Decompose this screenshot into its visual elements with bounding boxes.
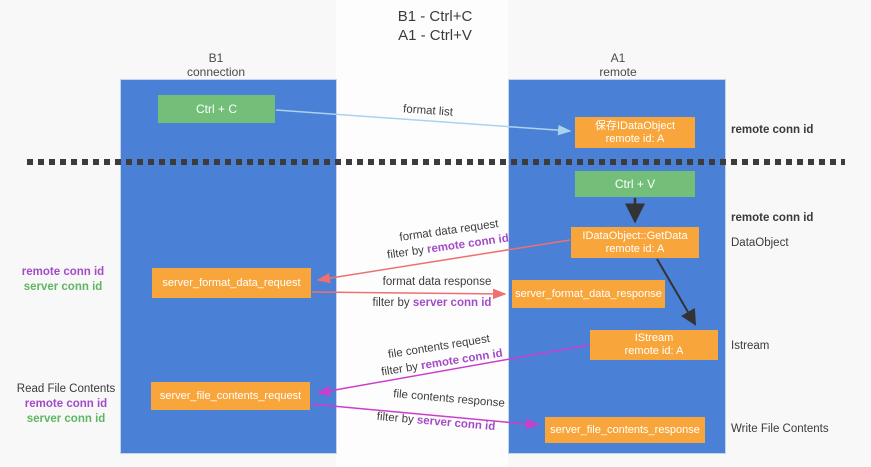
- server-format-data-response-node: server_format_data_response: [512, 280, 665, 308]
- server-conn-id-text: server conn id: [23, 281, 103, 293]
- server-format-data-request-node: server_format_data_request: [152, 268, 311, 298]
- write-file-contents-annotation: Write File Contents: [731, 423, 829, 435]
- istream-node: IStream remote id: A: [590, 330, 718, 360]
- ctrl-v-label: Ctrl + V: [614, 176, 656, 191]
- diagram-title: B1 - Ctrl+C A1 - Ctrl+V: [290, 7, 580, 45]
- remote-conn-id-text: remote conn id: [24, 398, 108, 410]
- right-column-role: remote: [599, 65, 637, 79]
- ctrl-c-label: Ctrl + C: [195, 101, 237, 116]
- remote-conn-id-annotation-top: remote conn id: [731, 124, 814, 136]
- server-conn-id-text: server conn id: [412, 297, 492, 309]
- getdata-line2: remote id: A: [605, 242, 665, 255]
- remote-conn-id-annotation-mid: remote conn id: [731, 212, 814, 224]
- format-request-label: server_format_data_request: [162, 276, 301, 289]
- server-conn-id-text: server conn id: [26, 413, 106, 425]
- save-dataobject-line2: remote id: A: [605, 132, 665, 145]
- getdata-line1: IDataObject::GetData: [582, 229, 688, 242]
- left-conn-id-annotation: remote conn id server conn id: [18, 265, 108, 295]
- title-line-1: B1 - Ctrl+C: [397, 8, 473, 25]
- istream-line2: remote id: A: [624, 345, 684, 357]
- remote-conn-id-text: remote conn id: [21, 266, 105, 278]
- filter-by-text: filter by: [372, 297, 413, 309]
- file-response-label: server_file_contents_response: [550, 423, 700, 436]
- right-column-name: A1: [610, 51, 626, 65]
- format-data-response-edge-label: format data response: [382, 276, 492, 288]
- filter-by-server-1: filter by server conn id: [373, 297, 492, 309]
- copy-paste-separator-dashed-line: [27, 159, 845, 165]
- istream-line1: IStream: [634, 332, 674, 344]
- server-file-contents-response-node: server_file_contents_response: [545, 417, 705, 443]
- server-file-contents-request-node: server_file_contents_request: [151, 382, 310, 410]
- title-line-2: A1 - Ctrl+V: [398, 27, 472, 44]
- read-file-contents-text: Read File Contents: [16, 383, 116, 395]
- save-dataobject-line1: 保存IDataObject: [594, 119, 676, 132]
- idataobject-getdata-node: IDataObject::GetData remote id: A: [571, 227, 699, 258]
- read-file-contents-annotation: Read File Contents remote conn id server…: [16, 382, 116, 427]
- left-column-name: B1: [208, 51, 224, 65]
- right-column-header: A1 remote: [558, 51, 678, 79]
- left-column-header: B1 connection: [156, 51, 276, 79]
- ctrl-v-node: Ctrl + V: [575, 171, 695, 197]
- ctrl-c-node: Ctrl + C: [158, 95, 275, 123]
- istream-annotation: Istream: [731, 340, 770, 352]
- format-response-label: server_format_data_response: [515, 287, 662, 300]
- save-dataobject-node: 保存IDataObject remote id: A: [575, 117, 695, 148]
- dataobject-annotation: DataObject: [731, 237, 789, 249]
- left-column-role: connection: [186, 65, 246, 79]
- file-request-label: server_file_contents_request: [159, 389, 302, 402]
